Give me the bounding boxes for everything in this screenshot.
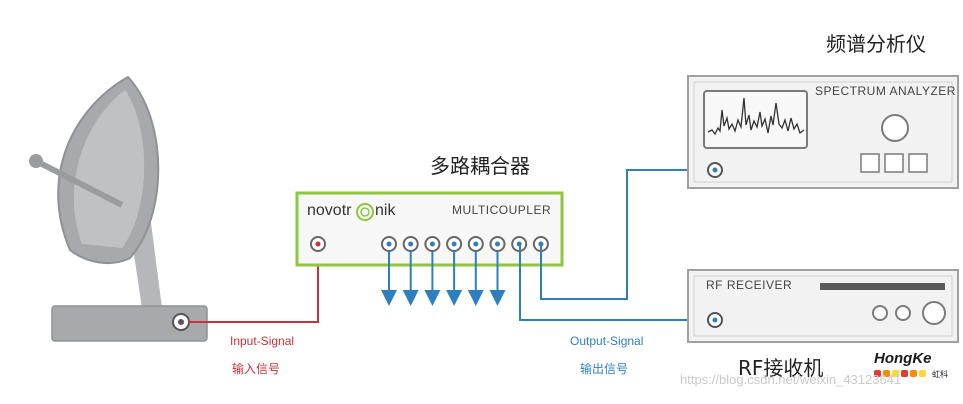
satellite-dish xyxy=(29,75,208,342)
logo-dot xyxy=(910,370,917,377)
hongke-logo-cn: 虹科 xyxy=(932,370,948,379)
coupler-input-port xyxy=(310,236,326,252)
receiver-knobs xyxy=(872,301,946,325)
dish-base xyxy=(51,305,208,342)
spectrum-button xyxy=(884,153,904,173)
line-to-receiver xyxy=(519,244,715,321)
receiver-input-port xyxy=(707,312,723,328)
output-signal-lines xyxy=(519,169,715,321)
brand-text-left: novotr xyxy=(307,202,352,219)
rf-receiver-label: RF RECEIVER xyxy=(706,278,793,292)
input-signal-cn-label: 输入信号 xyxy=(232,362,281,376)
logo-dot xyxy=(919,370,926,377)
spectrum-trace xyxy=(707,97,805,136)
rf-receiver-device xyxy=(687,269,959,343)
multicoupler-device xyxy=(295,191,564,267)
spectrum-analyzer-device xyxy=(687,75,959,189)
hongke-logo-text: HongKe xyxy=(874,350,932,367)
spectrum-button xyxy=(908,153,928,173)
coupler-output-port xyxy=(381,236,397,252)
coupler-output-port xyxy=(467,236,484,252)
line-to-spectrum xyxy=(540,169,715,300)
spectrum-analyzer-title: 频谱分析仪 xyxy=(826,32,926,56)
receiver-knob xyxy=(895,305,911,321)
receiver-display-bar xyxy=(820,283,945,290)
spectrum-knob xyxy=(881,114,909,142)
hongke-logo-dots xyxy=(874,370,926,377)
output-signal-label: Output-Signal xyxy=(570,334,644,348)
coupler-output-port xyxy=(402,236,419,252)
multicoupler-title: 多路耦合器 xyxy=(430,154,530,178)
coupler-output-port xyxy=(489,236,506,252)
logo-dot xyxy=(892,370,899,377)
receiver-knob xyxy=(872,305,888,321)
coupler-output-port xyxy=(446,236,463,252)
input-signal-label: Input-Signal xyxy=(230,334,295,348)
dish-feed-arm xyxy=(38,160,124,208)
spectrum-input-port xyxy=(707,162,723,178)
dish-output-connector xyxy=(172,313,190,331)
watermark-url: https://blog.csdn.net/weixin_43123641 xyxy=(680,372,902,387)
novotronik-logo-ring xyxy=(356,203,374,221)
brand-text-right: nik xyxy=(375,202,396,219)
spectrum-buttons xyxy=(860,153,928,173)
dish-feed xyxy=(29,154,43,168)
unused-output-arrows xyxy=(381,251,506,306)
dish-reflector-inner xyxy=(73,90,145,248)
logo-dot xyxy=(883,370,890,377)
coupler-output-ports xyxy=(381,236,549,252)
spectrum-button xyxy=(860,153,880,173)
logo-dot xyxy=(901,370,908,377)
spectrum-screen xyxy=(703,90,808,149)
multicoupler-label: MULTICOUPLER xyxy=(452,203,552,217)
receiver-knob xyxy=(922,301,946,325)
coupler-output-port xyxy=(424,236,441,252)
logo-dot xyxy=(874,370,881,377)
rf-receiver-title: RF接收机 xyxy=(738,356,824,380)
output-signal-cn-label: 输出信号 xyxy=(580,362,629,376)
spectrum-analyzer-label: SPECTRUM ANALYZER xyxy=(815,84,956,98)
